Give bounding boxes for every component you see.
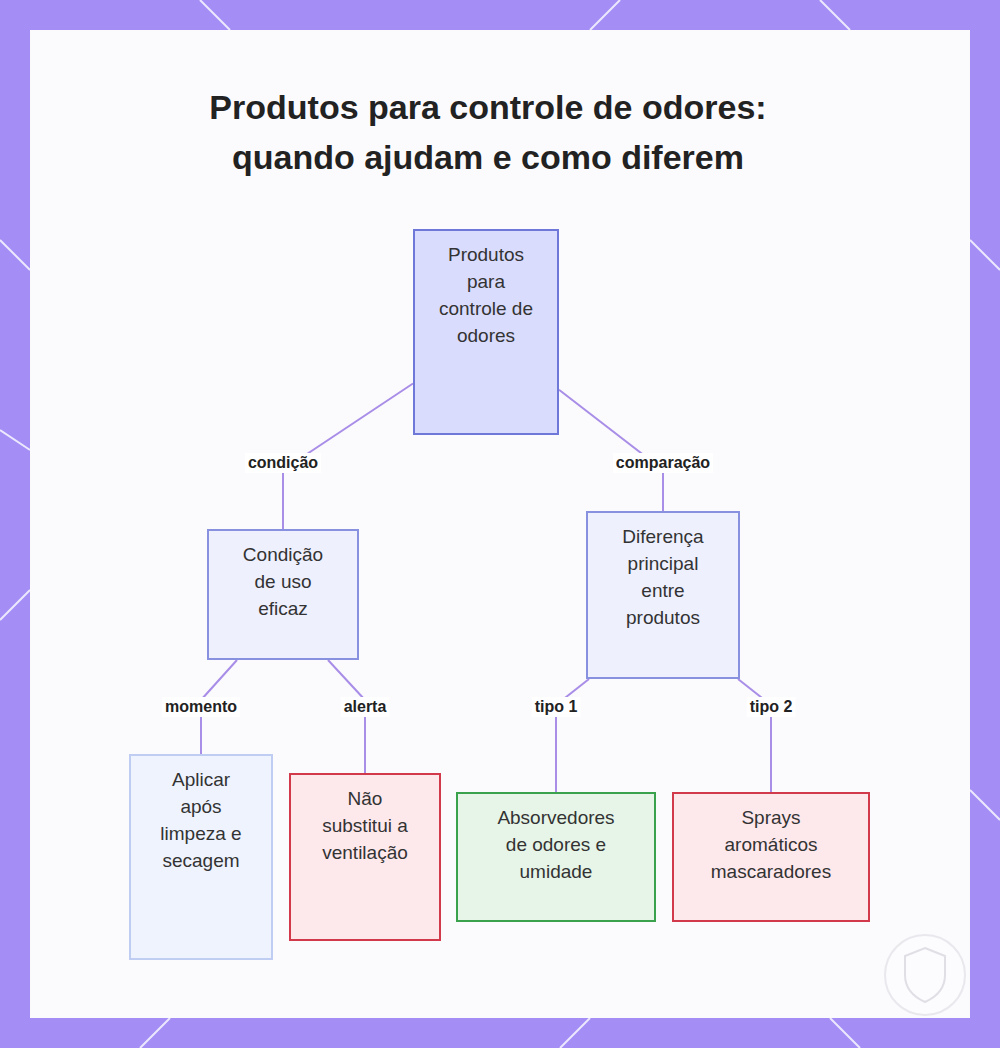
root-box: Produtos para controle de odores: [413, 229, 559, 435]
leaf-box: Sprays aromáticos mascaradores: [672, 792, 870, 922]
node-text: Aplicar após limpeza e secagem: [151, 766, 251, 874]
edge-label: condição: [245, 453, 321, 473]
node-text: Diferença principal entre produtos: [608, 523, 718, 631]
node-text: Absorvedores de odores e umidade: [488, 804, 624, 885]
edge-label: tipo 2: [747, 697, 796, 717]
node-text: Sprays aromáticos mascaradores: [703, 804, 839, 885]
white-panel: [30, 30, 970, 1018]
shield-icon: [885, 935, 965, 1015]
leaf-box: Absorvedores de odores e umidade: [456, 792, 656, 922]
connector: [559, 390, 663, 511]
edge-label: tipo 1: [532, 697, 581, 717]
branch-box: Condição de uso eficaz: [207, 529, 359, 660]
connector: [738, 679, 771, 792]
node-text: Condição de uso eficaz: [235, 541, 331, 622]
leaf-box: Aplicar após limpeza e secagem: [129, 754, 273, 960]
branch-box: Diferença principal entre produtos: [586, 511, 740, 679]
edge-label: comparação: [613, 453, 713, 473]
leaf-box: Não substitui a ventilação: [289, 773, 441, 941]
edge-label: momento: [162, 697, 240, 717]
edge-label: alerta: [341, 697, 390, 717]
node-text: Produtos para controle de odores: [438, 241, 534, 349]
connector: [556, 679, 589, 792]
faded-background: [30, 30, 970, 1018]
diagram-title: Produtos para controle de odores: quando…: [178, 82, 798, 182]
node-text: Não substitui a ventilação: [313, 785, 417, 866]
